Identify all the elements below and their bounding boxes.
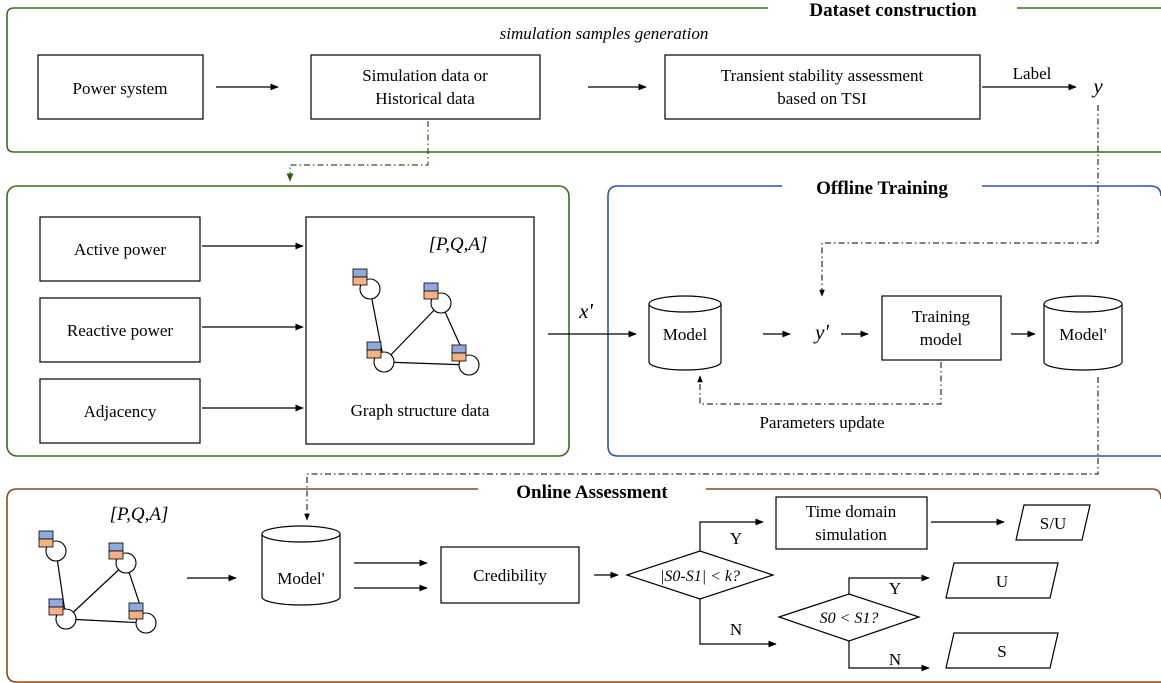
branch-yes-1 [699,518,764,551]
model-cylinder [648,295,722,371]
graph-network-icon [352,268,480,376]
power-system-box [37,54,204,120]
simulation-data-label-1: Simulation data or [362,66,488,85]
result-su-parallelogram [1015,504,1091,541]
result-u-label: U [996,572,1008,591]
adjacency-label: Adjacency [84,402,157,421]
model-prime-cylinder [1043,295,1123,371]
condition-diamond-1 [625,550,775,600]
online-graph-network-icon [38,530,157,634]
online-model-prime-label: Model' [277,569,324,588]
tsa-label-1: Transient stability assessment [721,66,924,85]
connector-sim-to-graph [286,121,429,182]
condition-1-label: |S0-S1| < k? [660,568,740,585]
credibility-box [440,546,580,604]
offline-title: Offline Training [816,178,948,199]
graph-pqa-label: [P,Q,A] [429,234,488,255]
adjacency-box [39,378,201,444]
dataset-title: Dataset construction [809,0,977,21]
no-2-label: N [889,650,901,669]
graph-structure-box [305,216,535,445]
dataset-construction-section: Dataset construction simulation samples … [6,0,1161,153]
branch-no-1 [699,599,777,648]
result-u-parallelogram [945,562,1059,599]
condition-2-label: S0 < S1? [820,610,879,627]
training-model-box [881,295,1002,361]
dataset-subtitle: simulation samples generation [500,24,709,43]
model-prime-label: Model' [1059,325,1106,344]
parameters-update-loop [697,362,942,405]
tsa-label-2: based on TSI [777,89,867,108]
power-system-label: Power system [73,79,168,98]
y-prime-symbol: y' [813,320,829,344]
label-text: Label [1013,64,1052,83]
connector-y-to-yprime [819,105,1099,297]
yes-1-label: Y [730,529,742,548]
time-domain-label-1: Time domain [806,502,897,521]
y-symbol: y [1091,74,1103,98]
model-label: Model [663,325,708,344]
reactive-power-label: Reactive power [67,321,174,340]
online-model-prime-cylinder [261,525,341,606]
reactive-power-box [39,297,201,363]
training-model-label-2: model [920,330,963,349]
result-s-parallelogram [945,632,1059,669]
branch-yes-2 [848,574,930,594]
branch-no-2 [848,641,930,672]
result-s-label: S [997,642,1006,661]
active-power-box [39,216,201,282]
graph-frame [6,185,570,457]
simulation-data-box [310,54,541,120]
simulation-data-label-2: Historical data [375,89,475,108]
result-su-label: S/U [1040,514,1066,533]
training-model-label-1: Training [912,307,970,326]
credibility-label: Credibility [473,566,547,585]
time-domain-box [775,496,928,550]
graph-structure-label: Graph structure data [351,401,490,420]
yes-2-label: Y [889,579,901,598]
dataset-frame [6,7,1161,153]
condition-diamond-2 [777,593,921,642]
parameters-update-label: Parameters update [759,413,884,432]
graph-construction-section [6,185,570,457]
online-title: Online Assessment [516,482,668,503]
no-1-label: N [730,620,742,639]
x-prime-symbol: x' [578,299,593,323]
tsa-box [664,54,981,120]
online-pqa-label: [P,Q,A] [110,504,169,525]
active-power-label: Active power [74,240,166,259]
time-domain-label-2: simulation [815,525,887,544]
